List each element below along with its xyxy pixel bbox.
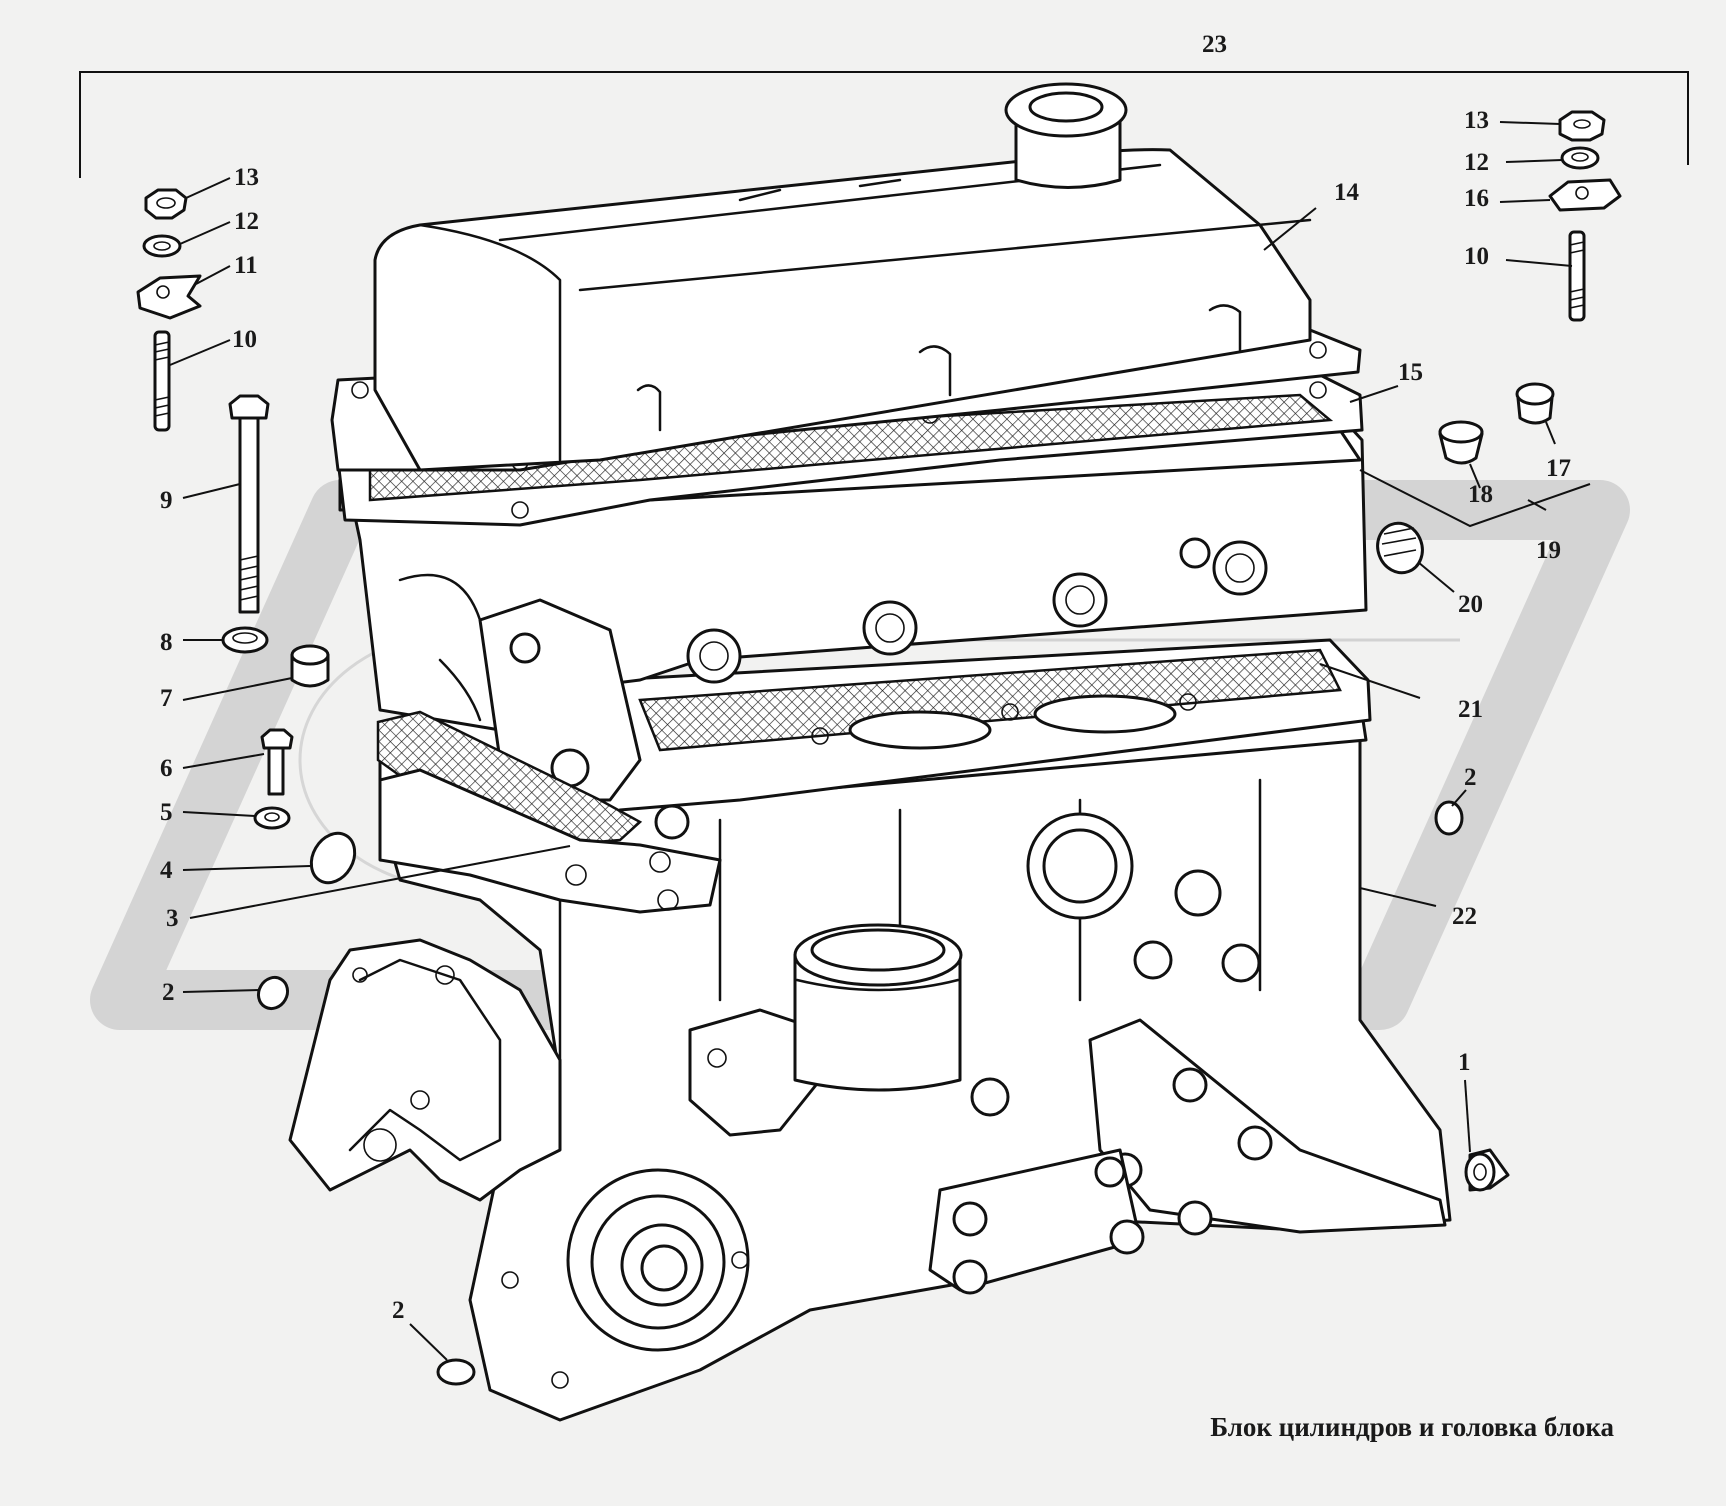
callout-labels: 13 12 11 10 9 8 7 6 5 4 3 2 2 1 2 22 21 … (160, 107, 1571, 1324)
callout-9: 9 (160, 487, 173, 514)
callout-12-left: 12 (234, 208, 259, 235)
part-12-washer-left (142, 234, 182, 258)
part-18-plug (1438, 420, 1484, 465)
callout-11: 11 (234, 252, 258, 279)
part-17-plug (1515, 382, 1555, 425)
callout-14: 14 (1334, 179, 1360, 206)
callout-8: 8 (160, 629, 173, 656)
callout-17: 17 (1546, 455, 1571, 482)
head-gasket (378, 638, 1372, 852)
callout-15: 15 (1398, 359, 1423, 386)
callout-3: 3 (166, 905, 179, 932)
figure-caption: Блок цилиндров и головка блока (1210, 1412, 1614, 1442)
part-9-head-bolt (228, 394, 270, 614)
callout-13-left: 13 (234, 164, 259, 191)
part-13-nut-right (1558, 110, 1606, 142)
part-8-washer (221, 626, 269, 654)
callout-13-right: 13 (1464, 107, 1489, 134)
part-2-plug-bottom (436, 1358, 476, 1386)
part-12-washer-right (1560, 146, 1600, 170)
callout-5: 5 (160, 799, 173, 826)
callout-16: 16 (1464, 185, 1489, 212)
callout-18: 18 (1468, 481, 1493, 508)
part-5-washer (253, 806, 291, 830)
figure-frame (79, 71, 1689, 178)
valve-cover (330, 82, 1362, 472)
callout-2-right: 2 (1464, 764, 1477, 791)
callout-4: 4 (160, 857, 173, 884)
callout-19: 19 (1536, 537, 1561, 564)
part-6-bolt (260, 728, 294, 796)
callout-7: 7 (160, 685, 173, 712)
part-20-plug (1376, 521, 1424, 575)
part-13-nut-left (144, 188, 188, 220)
callout-6: 6 (160, 755, 173, 782)
callout-22: 22 (1452, 903, 1477, 930)
part-1-bushing (1464, 1148, 1510, 1192)
callout-21: 21 (1458, 696, 1483, 723)
callout-2-left: 2 (162, 979, 175, 1006)
callout-12-right: 12 (1464, 149, 1489, 176)
leader-lines (169, 121, 1591, 1361)
callout-20: 20 (1458, 591, 1483, 618)
part-4-plug (309, 831, 357, 885)
callout-10-left: 10 (232, 326, 257, 353)
callout-10-right: 10 (1464, 243, 1489, 270)
part-10-stud-right (1568, 230, 1586, 322)
part-10-stud-left (153, 330, 171, 432)
callout-2-bottom: 2 (392, 1297, 405, 1324)
callout-1: 1 (1458, 1049, 1471, 1076)
part-7-bushing (290, 644, 330, 688)
part-16-plate (1548, 178, 1622, 212)
part-11-plate (136, 274, 202, 320)
part-2-plug-right (1434, 800, 1464, 836)
figure-number: 23 (1202, 31, 1227, 58)
part-2-plug-left (256, 975, 290, 1011)
